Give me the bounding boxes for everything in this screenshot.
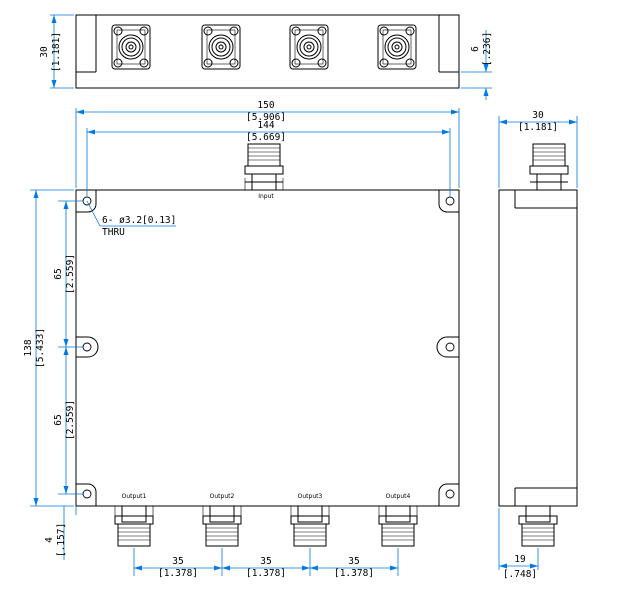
offset-mm: 4 <box>44 537 55 543</box>
pitch-3-in: [1.378] <box>334 568 374 579</box>
front-view-body <box>75 189 460 507</box>
top-view-body <box>75 14 460 89</box>
upper-pitch-dimension: 65 [2.559] <box>53 200 84 348</box>
top-view: 30 [1.181] 6 [.236] <box>39 14 493 100</box>
mounting-tab-top-right <box>438 190 460 213</box>
mounting-hole <box>82 489 92 499</box>
hole-note-line2: THRU <box>102 227 125 238</box>
mounting-hole <box>445 489 455 499</box>
side-view: 30 [1.181] 19 [.748] <box>498 110 578 580</box>
top-connector-4 <box>377 24 417 70</box>
pitch-1-in: [1.378] <box>158 568 198 579</box>
hole-note-line1: 6- ø3.2[0.13] <box>102 215 176 226</box>
output-port-label-3: Output3 <box>298 493 323 500</box>
top-flange-dimension: 6 [.236] <box>461 30 493 100</box>
output-port-label-4: Output4 <box>386 493 411 500</box>
pitch-2-mm: 35 <box>260 556 271 567</box>
pitch-2-in: [1.378] <box>246 568 286 579</box>
pitch-3-mm: 35 <box>348 556 359 567</box>
side-output-connector <box>518 505 558 547</box>
top-flange-in: [.236] <box>482 32 493 66</box>
side-connector-mm: 19 <box>514 554 526 565</box>
hole-span-mm: 144 <box>257 120 274 131</box>
side-width-mm: 30 <box>532 110 544 121</box>
width-in: [5.906] <box>246 112 286 123</box>
lower-pitch-dimension: 65 [2.559] <box>53 347 84 495</box>
offset-dimension: 4 [.157] <box>44 506 77 560</box>
height-in: [5.433] <box>35 328 46 368</box>
input-connector <box>244 143 284 191</box>
mounting-tab-mid-right <box>436 336 459 358</box>
side-width-in: [1.181] <box>518 122 558 133</box>
mounting-tab-bottom-left <box>75 483 97 506</box>
pitch-1-mm: 35 <box>172 556 183 567</box>
output-connector-4 <box>378 505 418 547</box>
top-connector-2 <box>201 24 241 70</box>
lower-pitch-in: [2.559] <box>65 400 76 440</box>
side-view-body <box>498 189 578 507</box>
side-width-dimension: 30 [1.181] <box>498 110 578 188</box>
height-mm: 138 <box>23 339 34 356</box>
output-port-label-1: Output1 <box>122 493 147 500</box>
hole-span-dimension: 144 [5.669] <box>86 120 451 196</box>
mounting-hole <box>82 342 92 352</box>
mounting-hole <box>445 342 455 352</box>
output-pitch-dimensions: 35 [1.378] 35 [1.378] 35 [1.378] <box>133 548 399 579</box>
upper-pitch-in: [2.559] <box>65 254 76 294</box>
mounting-tab-bottom-right <box>438 483 460 506</box>
output-port-label-2: Output2 <box>210 493 235 500</box>
output-connector-3 <box>290 505 330 547</box>
side-input-connector <box>529 143 569 191</box>
upper-pitch-mm: 65 <box>53 268 64 279</box>
side-connector-in: [.748] <box>503 569 537 580</box>
side-connector-dimension: 19 [.748] <box>498 508 539 580</box>
lower-pitch-mm: 65 <box>53 414 64 425</box>
front-view: Input <box>23 100 460 579</box>
input-port-label: Input <box>258 193 274 200</box>
height-dimension: 138 [5.433] <box>23 189 74 507</box>
top-flange-mm: 6 <box>470 46 481 52</box>
output-connector-2 <box>202 505 242 547</box>
top-connector-3 <box>289 24 329 70</box>
mounting-tab-mid-left <box>76 336 99 358</box>
width-mm: 150 <box>257 100 274 111</box>
top-height-in: [1.181] <box>51 32 62 72</box>
top-height-dimension: 30 [1.181] <box>39 14 74 89</box>
hole-span-in: [5.669] <box>246 132 286 143</box>
mounting-hole <box>445 196 455 206</box>
offset-in: [.157] <box>56 523 67 557</box>
top-connector-1 <box>111 24 151 70</box>
hole-callout: 6- ø3.2[0.13] THRU <box>86 200 176 238</box>
output-connector-1 <box>114 505 154 547</box>
width-dimension: 150 [5.906] <box>75 100 460 188</box>
top-height-mm: 30 <box>39 46 50 58</box>
